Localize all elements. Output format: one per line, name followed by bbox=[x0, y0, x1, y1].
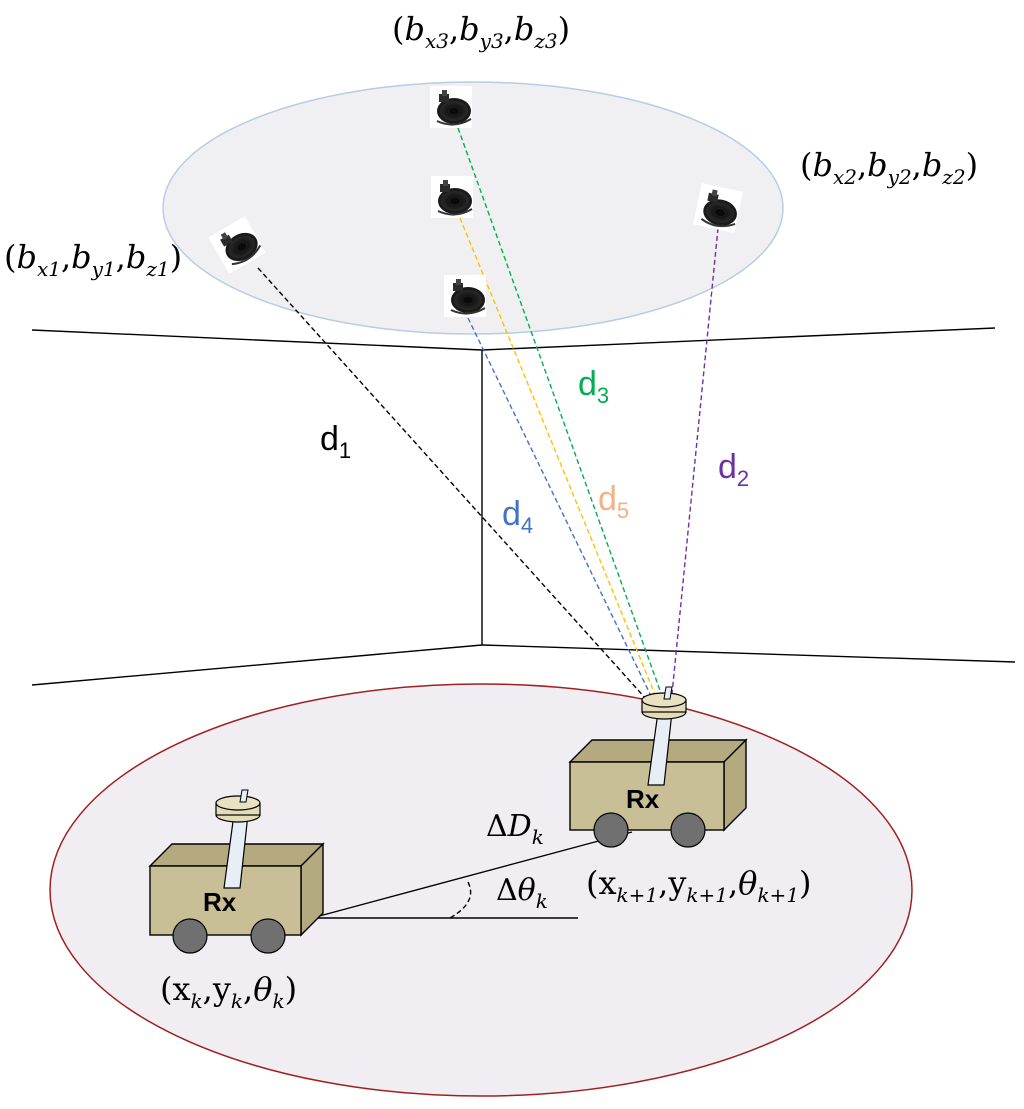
robot-right: Rx bbox=[568, 686, 748, 848]
d4-line bbox=[467, 317, 653, 699]
room-walls bbox=[31, 327, 1016, 686]
speaker-icon bbox=[430, 175, 474, 219]
d1-label: d1 bbox=[320, 420, 351, 463]
motion-lines bbox=[311, 831, 633, 919]
d3-label: d3 bbox=[578, 365, 609, 408]
d2-line bbox=[671, 227, 719, 695]
d3-line bbox=[457, 127, 663, 697]
delta-d-label: ΔDk bbox=[486, 809, 544, 849]
distance-lines bbox=[257, 127, 719, 701]
d5-label: d5 bbox=[598, 480, 629, 523]
speaker-icon bbox=[692, 182, 744, 234]
beacon-2-label: (bx2,by2,bz2) bbox=[800, 146, 978, 189]
d1-line bbox=[257, 267, 648, 701]
d5-line bbox=[459, 217, 657, 698]
delta-theta-label: Δθk bbox=[496, 873, 548, 913]
pose-k-label: (xk,yk,θk) bbox=[160, 970, 297, 1013]
beacon-1-label: (bx1,by1,bz1) bbox=[4, 238, 182, 281]
beacon-3-label: (bx3,by3,bz3) bbox=[392, 10, 570, 53]
robot-left: Rx bbox=[148, 789, 325, 954]
d4-label: d4 bbox=[502, 495, 533, 538]
speaker-icon bbox=[429, 85, 473, 129]
robot-right-label: Rx bbox=[626, 784, 660, 814]
robot-left-label: Rx bbox=[203, 887, 237, 917]
d2-label: d2 bbox=[718, 448, 749, 491]
speaker-icon bbox=[443, 274, 487, 318]
